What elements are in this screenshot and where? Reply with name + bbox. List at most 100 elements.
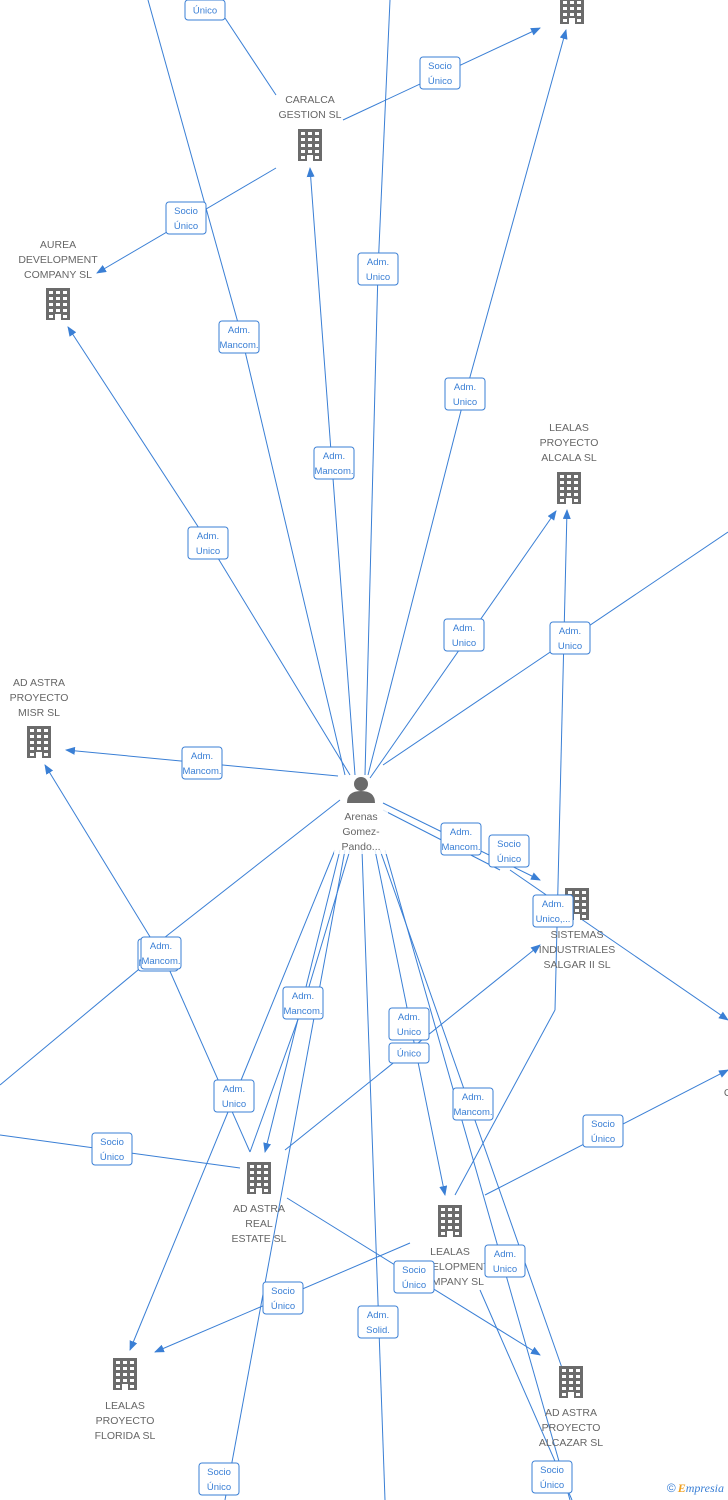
- relationship-badge[interactable]: Adm.Unico: [443, 618, 485, 652]
- company-label: REAL: [245, 1218, 273, 1230]
- company-label: AD ASTRA: [13, 677, 65, 689]
- badge-label: Adm.: [197, 531, 219, 542]
- company-label: PROYECTO: [96, 1415, 155, 1427]
- building-icon: [113, 1358, 137, 1390]
- relationship-badge[interactable]: Adm.Unico: [357, 252, 399, 286]
- relationship-badge[interactable]: Adm.Mancom.: [440, 822, 482, 856]
- building-icon: [298, 129, 322, 161]
- company-label: PROYECTO: [10, 692, 69, 704]
- relationship-badge[interactable]: Único: [184, 0, 226, 21]
- building-icon: [27, 726, 51, 758]
- company-label: DEVELOPMENT: [18, 254, 98, 266]
- company-label: SALGAR II SL: [543, 959, 610, 971]
- badge-label: Mancom.: [182, 766, 221, 777]
- relationship-edge: [361, 849, 386, 1500]
- company-label: MISR SL: [18, 707, 60, 719]
- badge-label: Unico: [452, 638, 476, 649]
- badge-label: Único: [193, 6, 217, 17]
- badge-label: Único: [100, 1152, 124, 1163]
- badge-label: Único: [540, 1480, 564, 1491]
- relationship-badge[interactable]: Adm. Mancom.: [282, 986, 324, 1020]
- person-node[interactable]: ArenasGomez-Pando...: [334, 777, 388, 854]
- relationship-edge: [224, 17, 277, 96]
- relationship-badge[interactable]: Adm.Mancom.: [313, 446, 355, 480]
- copyright-symbol: ©: [666, 1481, 676, 1495]
- company-node-misr[interactable]: AD ASTRA PROYECTO MISR SL: [10, 677, 69, 758]
- relationship-badge[interactable]: Adm.Solid.: [357, 1305, 399, 1339]
- badge-label: Adm.: [494, 1249, 516, 1260]
- badge-label: Socio: [271, 1286, 295, 1297]
- relationship-badge[interactable]: Adm. Mancom.: [140, 936, 182, 970]
- relationship-edge: [67, 326, 211, 546]
- relationship-edge: [239, 329, 346, 776]
- relationship-badge[interactable]: Adm. Unico,...: [532, 894, 574, 928]
- person-icon: [347, 777, 375, 803]
- company-label: LEALAS: [549, 422, 589, 434]
- badge-label: Mancom.: [441, 842, 480, 853]
- badge-label: Único: [397, 1049, 421, 1060]
- company-label: GESTION SL: [278, 109, 341, 121]
- badge-label: Adm.: [150, 941, 172, 952]
- relationship-badge[interactable]: Adm.Unico: [213, 1079, 255, 1113]
- relationship-badge[interactable]: Adm.Mancom.: [452, 1087, 494, 1121]
- brand-logo-initial: E: [677, 1481, 686, 1495]
- company-label: LEALAS: [430, 1246, 470, 1258]
- badge-label: Mancom.: [219, 340, 258, 351]
- badge-label: Adm.: [542, 899, 564, 910]
- building-icon: [46, 288, 70, 320]
- building-icon: [560, 0, 584, 24]
- company-label: ALCAZAR SL: [539, 1437, 603, 1449]
- company-label: PROYECTO: [540, 437, 599, 449]
- relationship-badge[interactable]: Adm.Unico: [388, 1007, 430, 1041]
- badge-label: Unico: [196, 546, 220, 557]
- badge-label: Mancom.: [141, 956, 180, 967]
- company-node-top-right[interactable]: [560, 0, 584, 24]
- relationship-badge[interactable]: Adm.Mancom.: [181, 746, 223, 780]
- relationship-badge[interactable]: Adm.Unico: [444, 377, 486, 411]
- badge-label: Único: [497, 854, 521, 865]
- company-node-right-partial[interactable]: G: [724, 1087, 728, 1099]
- relationship-edge: [377, 0, 391, 271]
- company-label: ESTATE SL: [231, 1233, 286, 1245]
- relationship-edge: [454, 1009, 556, 1196]
- relationship-edge: [154, 799, 341, 946]
- relationship-badge[interactable]: Adm. Unico: [187, 526, 229, 560]
- badge-label: Socio: [428, 61, 452, 72]
- badge-label: Mancom.: [283, 1006, 322, 1017]
- relationship-badge[interactable]: Único: [388, 1042, 430, 1064]
- relationship-edge: [249, 999, 306, 1153]
- badge-label: Adm.: [292, 991, 314, 1002]
- relationship-badge[interactable]: Adm.Unico: [484, 1244, 526, 1278]
- person-label: Pando...: [341, 841, 380, 853]
- badge-label: Unico,...: [536, 914, 571, 925]
- badge-label: Unico: [366, 272, 390, 283]
- relationship-edge: [464, 29, 568, 396]
- relationship-edge: [209, 544, 351, 776]
- relationship-edge: [304, 849, 351, 1001]
- badge-label: Mancom.: [453, 1107, 492, 1118]
- relationship-badge[interactable]: Adm.Mancom.: [218, 320, 260, 354]
- badge-label: Socio: [540, 1465, 564, 1476]
- person-label: Arenas: [344, 811, 377, 823]
- relationship-badge[interactable]: Adm.Unico: [549, 621, 591, 655]
- relationship-edge: [129, 1094, 236, 1351]
- brand-footer[interactable]: ©Empresia: [667, 1481, 724, 1496]
- badge-label: Adm.: [223, 1084, 245, 1095]
- company-label: PROYECTO: [542, 1422, 601, 1434]
